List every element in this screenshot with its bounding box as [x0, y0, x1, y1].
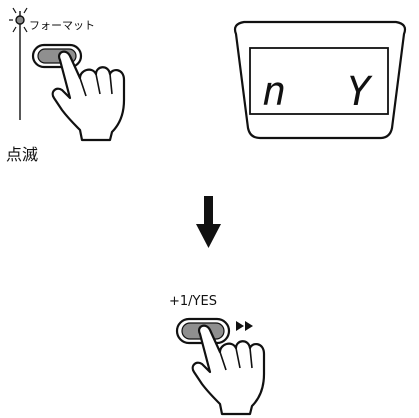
yes-button-label: +1/YES	[169, 294, 217, 309]
hand-press-icon	[51, 50, 126, 142]
fast-forward-icon	[236, 321, 253, 331]
display-panel	[233, 20, 407, 140]
blink-indicator-label: 点滅	[6, 145, 39, 164]
led-blink-icon	[9, 7, 28, 120]
format-button-label: フォーマット	[29, 19, 95, 32]
display-readout: n Y	[262, 69, 375, 115]
hand-press-icon-2	[191, 324, 266, 416]
arrow-down-icon	[196, 196, 221, 248]
